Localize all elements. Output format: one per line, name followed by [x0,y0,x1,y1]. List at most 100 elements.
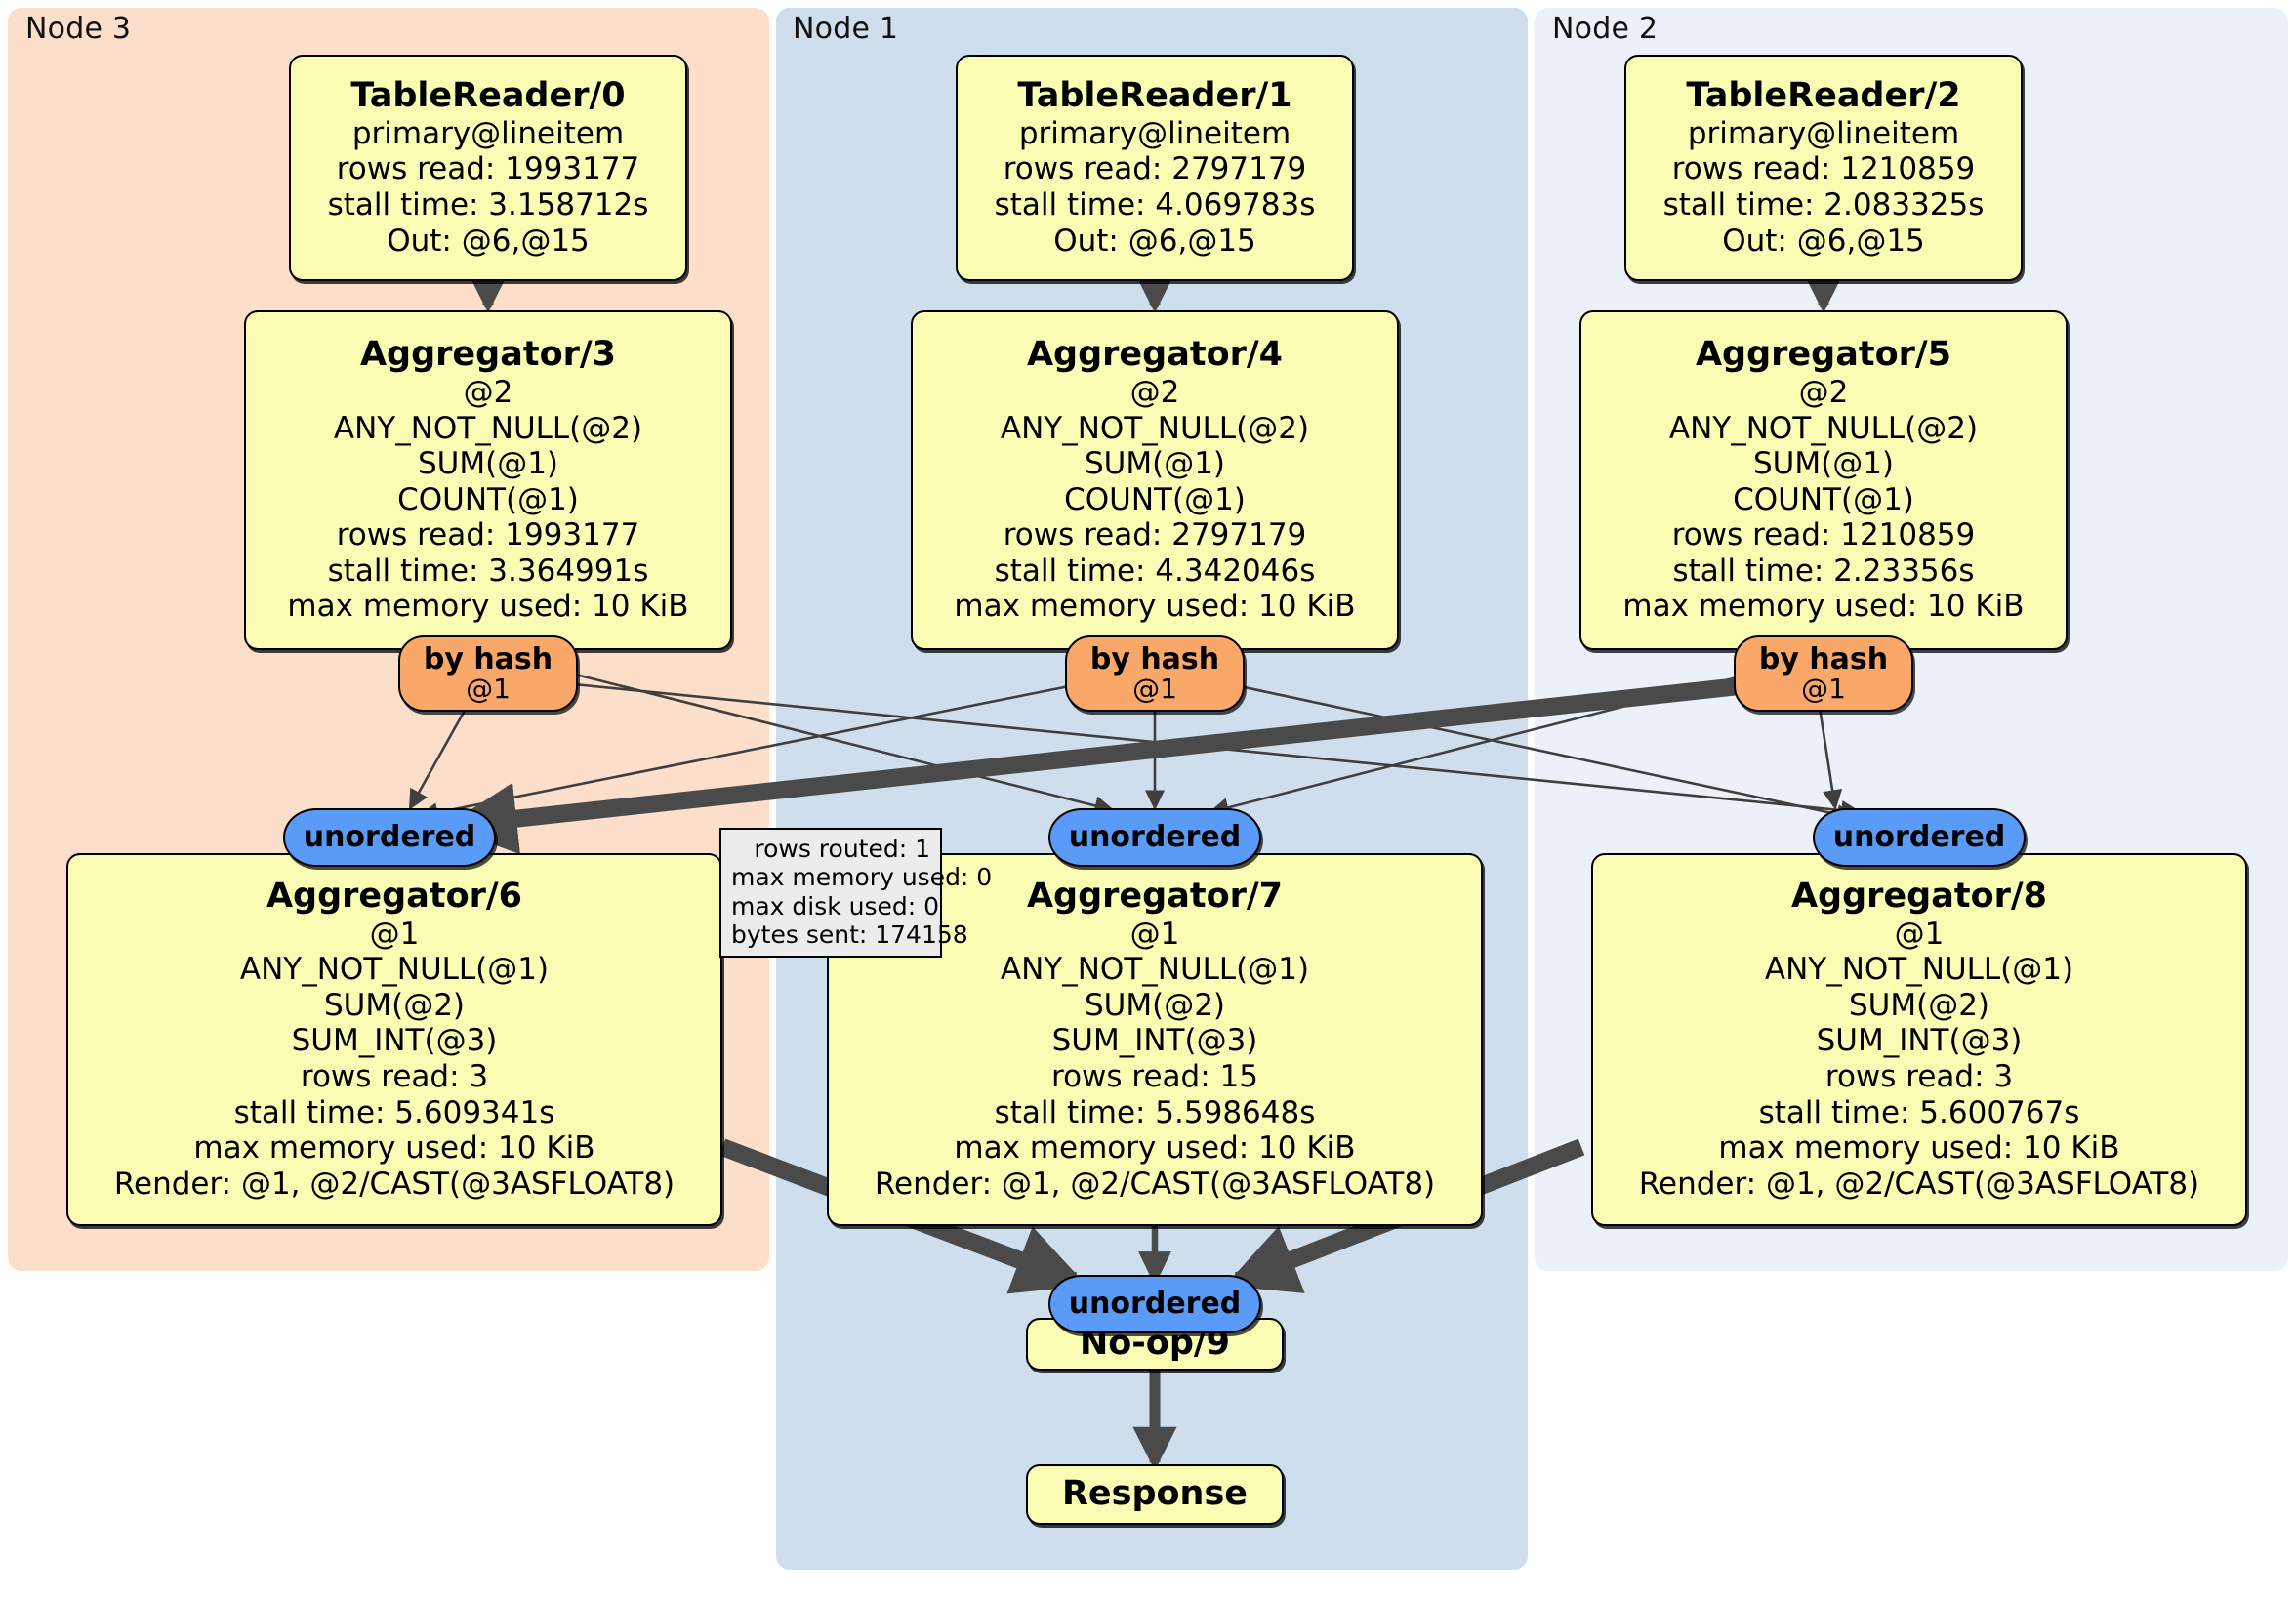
node-line: rows read: 2797179 [1003,151,1307,187]
node-line: rows read: 2797179 [1003,517,1307,553]
node-line: @1 [1129,916,1180,952]
node-line: Out: @6,@15 [1722,223,1925,259]
router-title: unordered [1832,820,2006,855]
cluster-label-node-1: Node 1 [793,12,899,46]
node-line: SUM(@2) [1848,987,1990,1023]
node-line: SUM(@2) [323,987,466,1023]
cluster-label-node-2: Node 2 [1552,12,1659,46]
node-line: SUM(@1) [1084,446,1226,482]
node-aggregator-5[interactable]: Aggregator/5 @2 ANY_NOT_NULL(@2) SUM(@1)… [1579,310,2068,650]
router-sub: @1 [1801,673,1846,706]
node-line: SUM(@1) [417,446,559,482]
router-title: by hash [423,641,554,676]
node-line: @1 [1894,916,1945,952]
node-line: SUM_INT(@3) [291,1023,498,1059]
node-line: ANY_NOT_NULL(@2) [333,410,643,446]
node-line: rows read: 1210859 [1671,151,1976,187]
node-table-reader-2[interactable]: TableReader/2 primary@lineitem rows read… [1624,55,2023,281]
stats-line: bytes sent: 174158 [731,920,968,949]
node-line: SUM(@1) [1752,446,1895,482]
node-aggregator-8[interactable]: Aggregator/8 @1 ANY_NOT_NULL(@1) SUM(@2)… [1591,853,2247,1226]
node-line: stall time: 3.158712s [327,186,649,223]
node-line: ANY_NOT_NULL(@2) [1668,410,1979,446]
router-unordered-final[interactable]: unordered [1048,1275,1261,1333]
node-line: COUNT(@1) [1064,481,1246,517]
node-response[interactable]: Response [1026,1464,1284,1525]
stats-line: max disk used: 0 [731,891,940,921]
router-title: unordered [1068,1287,1242,1322]
node-line: stall time: 3.364991s [327,553,649,589]
node-line: SUM_INT(@3) [1816,1023,2023,1059]
node-line: rows read: 15 [1051,1058,1258,1094]
edge-hash1-unordered2 [1225,681,1858,824]
node-line: stall time: 4.342046s [994,553,1316,589]
node-line: Out: @6,@15 [1053,223,1256,259]
node-line: rows read: 1993177 [336,151,640,187]
node-table-reader-0[interactable]: TableReader/0 primary@lineitem rows read… [289,55,687,281]
node-title: Response [1061,1474,1249,1514]
node-line: max memory used: 10 KiB [287,589,689,625]
node-line: max memory used: 10 KiB [1718,1130,2120,1167]
node-line: primary@lineitem [1687,115,1960,151]
node-title: TableReader/2 [1686,75,1961,115]
node-line: rows read: 3 [300,1058,489,1094]
edge-hash2-unordered0-highlight [444,675,1768,855]
node-line: max memory used: 10 KiB [193,1130,595,1167]
router-sub: @1 [466,673,511,706]
node-line: max memory used: 10 KiB [954,1130,1356,1167]
edge-hash1-unordered0 [417,681,1085,823]
node-line: stall time: 5.598648s [994,1094,1316,1130]
node-line: stall time: 4.069783s [994,186,1316,223]
node-line: stall time: 2.23356s [1672,553,1975,589]
router-by-hash-1[interactable]: by hash @1 [1065,635,1245,712]
router-unordered-1[interactable]: unordered [1048,808,1261,867]
node-aggregator-4[interactable]: Aggregator/4 @2 ANY_NOT_NULL(@2) SUM(@1)… [911,310,1399,650]
node-aggregator-6[interactable]: Aggregator/6 @1 ANY_NOT_NULL(@1) SUM(@2)… [66,853,722,1226]
node-line: rows read: 1210859 [1671,517,1976,553]
cluster-label-node-3: Node 3 [25,12,132,46]
node-line: max memory used: 10 KiB [954,589,1356,625]
node-title: TableReader/0 [350,75,626,115]
node-line: @1 [369,916,420,952]
node-title: Aggregator/5 [1695,335,1952,375]
node-line: Render: @1, @2/CAST(@3ASFLOAT8) [874,1166,1436,1202]
router-title: by hash [1758,641,1889,676]
router-title: by hash [1089,641,1220,676]
node-line: @2 [1798,374,1849,410]
edge-stats-tooltip: rows routed: 1 max memory used: 0 max di… [719,828,993,958]
node-title: Aggregator/3 [359,335,617,375]
router-by-hash-0[interactable]: by hash @1 [398,635,578,712]
node-line: rows read: 1993177 [336,517,640,553]
node-line: stall time: 5.609341s [233,1094,555,1130]
node-title: Aggregator/8 [1790,876,2048,916]
router-unordered-0[interactable]: unordered [283,808,496,867]
router-by-hash-2[interactable]: by hash @1 [1734,635,1913,712]
node-aggregator-3[interactable]: Aggregator/3 @2 ANY_NOT_NULL(@2) SUM(@1)… [244,310,732,650]
node-line: COUNT(@1) [397,481,579,517]
node-title: Aggregator/4 [1026,335,1284,375]
node-line: SUM_INT(@3) [1051,1023,1258,1059]
edge-hash0-unordered1 [563,670,1116,816]
node-line: Render: @1, @2/CAST(@3ASFLOAT8) [1638,1166,2200,1202]
node-line: stall time: 5.600767s [1758,1094,2080,1130]
node-table-reader-1[interactable]: TableReader/1 primary@lineitem rows read… [956,55,1354,281]
node-line: @2 [463,374,513,410]
router-unordered-2[interactable]: unordered [1813,808,2026,867]
node-line: COUNT(@1) [1733,481,1914,517]
node-line: Out: @6,@15 [387,223,590,259]
node-line: ANY_NOT_NULL(@1) [239,952,550,988]
edge-hash2-unordered2 [1816,694,1843,811]
node-line: SUM(@2) [1084,987,1226,1023]
node-title: Aggregator/6 [266,876,523,916]
node-line: primary@lineitem [1018,115,1292,151]
node-aggregator-7[interactable]: Aggregator/7 @1 ANY_NOT_NULL(@1) SUM(@2)… [827,853,1483,1226]
node-title: TableReader/1 [1017,75,1292,115]
node-line: ANY_NOT_NULL(@1) [1764,952,2074,988]
node-line: stall time: 2.083325s [1662,186,1985,223]
router-sub: @1 [1132,673,1177,706]
stats-line: rows routed: 1 [754,835,930,863]
node-title: Aggregator/7 [1026,876,1284,916]
router-title: unordered [1068,820,1242,855]
stats-line: max memory used: 0 [731,863,993,892]
